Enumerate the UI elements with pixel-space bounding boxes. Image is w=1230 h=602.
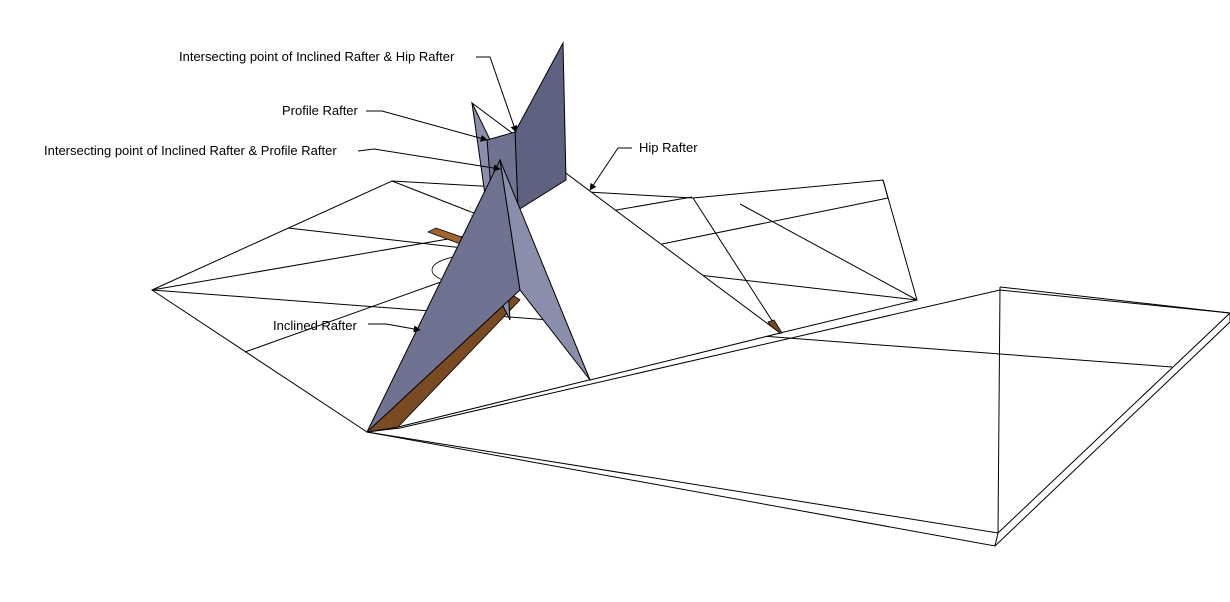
annotation-leaders <box>357 56 632 333</box>
inclined-rafter-plane <box>366 158 591 433</box>
label-profile-rafter: Profile Rafter <box>282 103 359 118</box>
hip-rafter-leader <box>589 147 632 191</box>
vertical-hip-plane <box>514 41 567 211</box>
label-hip-rafter: Hip Rafter <box>639 140 698 155</box>
inclined-rafter-leader <box>368 323 421 333</box>
annotation-labels: Intersecting point of Inclined Rafter & … <box>44 49 698 333</box>
profile-point-leader <box>357 148 501 172</box>
label-hip-intersection: Intersecting point of Inclined Rafter & … <box>179 49 455 64</box>
profile-rafter-leader <box>366 110 488 142</box>
label-profile-intersection: Intersecting point of Inclined Rafter & … <box>44 143 337 158</box>
hip-point-leader <box>476 56 518 133</box>
base-slab <box>366 286 1230 547</box>
label-inclined-rafter: Inclined Rafter <box>273 318 357 333</box>
